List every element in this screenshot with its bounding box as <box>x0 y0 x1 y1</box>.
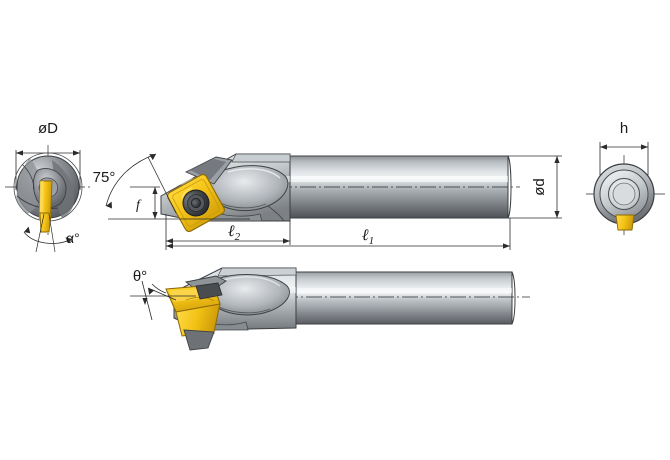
d-arrow-bottom <box>554 211 560 218</box>
screw-torx-socket <box>191 198 201 208</box>
label-diameter-d: ød <box>531 178 548 196</box>
main-side-view: 75° f ℓ2 ℓ1 <box>93 153 562 250</box>
rear-end-view: h <box>586 120 665 238</box>
dimension-diameter-d <box>508 155 562 219</box>
l2-subscript: 2 <box>235 231 241 243</box>
l1-glyph: ℓ <box>362 227 369 244</box>
shank-highlight <box>283 176 508 182</box>
shank-end-cap <box>507 155 512 219</box>
alpha-arrow-right <box>65 237 72 244</box>
bottom-head-chamfer <box>217 267 297 277</box>
dim-arrow-left <box>16 150 23 156</box>
rear-insert-tab <box>615 214 635 231</box>
label-height-h: h <box>620 120 628 137</box>
d-arrow-top <box>554 156 560 163</box>
insert-highlight <box>181 187 193 199</box>
dimension-h <box>599 142 649 180</box>
label-dim-l1: ℓ1 <box>362 227 374 247</box>
l1-arrow-left <box>166 243 173 249</box>
front-insert-tip <box>39 212 52 233</box>
bottom-shank-end <box>511 271 516 325</box>
bottom-flute-highlight <box>223 276 281 287</box>
label-angle-alpha: α° <box>66 230 80 246</box>
l2-arrow-left <box>166 238 173 244</box>
front-chip-groove <box>16 195 59 209</box>
l1-subscript: 1 <box>369 235 375 247</box>
front-view-detail <box>16 158 75 221</box>
dim-arrow-right <box>73 150 80 156</box>
h-arrow-left <box>600 144 607 150</box>
label-diameter-D: øD <box>38 120 58 137</box>
h-arrow-right <box>641 144 648 150</box>
front-edge-line <box>21 163 35 191</box>
arc-arrow-bottom <box>106 201 112 209</box>
theta-arrow-b <box>142 298 148 305</box>
front-end-view: øD <box>5 120 92 253</box>
f-arrow-bottom <box>152 212 158 219</box>
rear-inner-bore <box>612 182 636 206</box>
bottom-nose-face <box>183 329 215 351</box>
angle-75-annotation <box>105 153 250 220</box>
insert-clamp-shadow <box>190 159 226 180</box>
head-top-chamfer <box>231 153 291 163</box>
cutting-insert <box>166 173 226 233</box>
bottom-shank-body <box>288 271 513 325</box>
f-arrow-top <box>152 187 158 194</box>
label-angle-75: 75° <box>93 169 116 186</box>
arc-arrow-top <box>149 154 156 161</box>
l2-glyph: ℓ <box>228 223 235 240</box>
theta-arrow-a <box>148 288 155 295</box>
bottom-plan-view: θ° <box>130 267 530 351</box>
label-angle-theta: θ° <box>133 268 147 285</box>
bottom-shank-highlight <box>289 288 512 293</box>
flute-highlight <box>227 168 281 179</box>
head-relief-line <box>267 205 285 222</box>
label-dim-f: f <box>136 198 142 213</box>
front-pocket-a <box>16 158 41 216</box>
bottom-clamp <box>195 282 223 300</box>
dimension-l1 <box>165 218 511 250</box>
label-dim-l2: ℓ2 <box>228 223 241 243</box>
l1-arrow-right <box>503 243 510 249</box>
l2-arrow-right <box>283 238 290 244</box>
alpha-arrow-left <box>24 226 31 234</box>
